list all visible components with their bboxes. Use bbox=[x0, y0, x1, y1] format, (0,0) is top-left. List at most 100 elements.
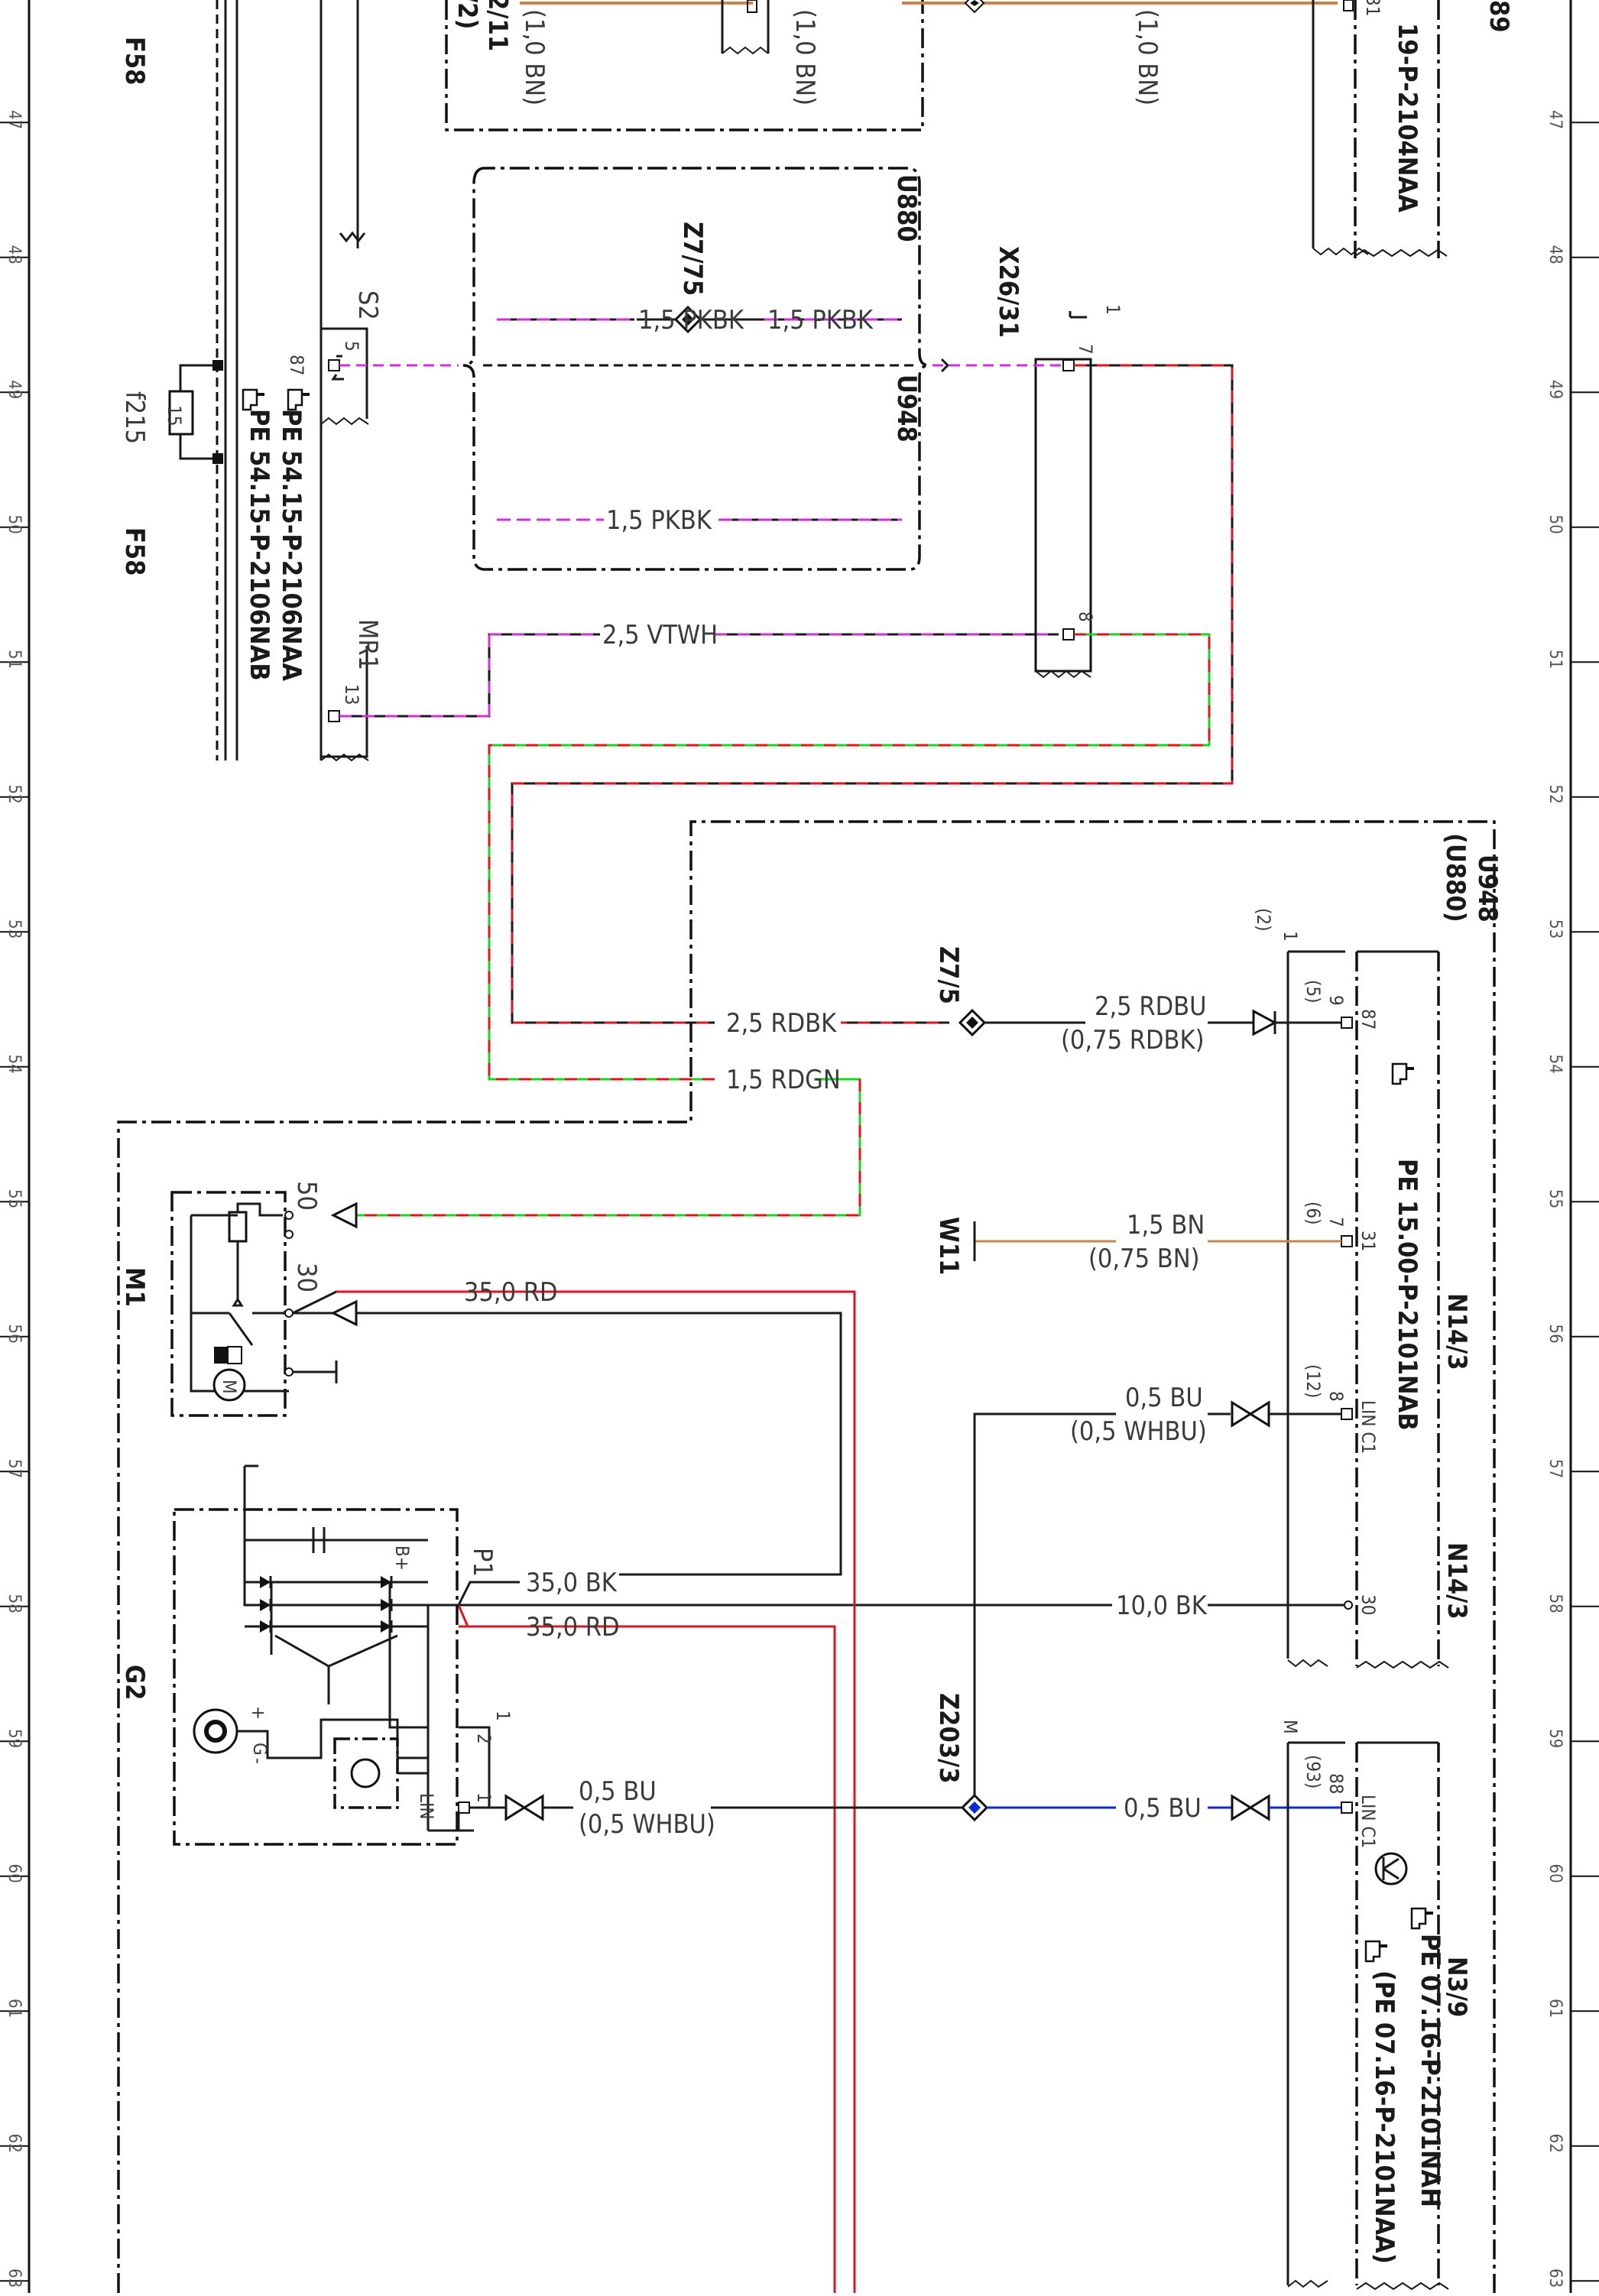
ruler-number: 62 bbox=[1545, 2134, 1565, 2153]
hand-pointer-icon bbox=[1391, 1062, 1414, 1085]
pin-plus-g2: + bbox=[248, 1706, 269, 1720]
ruler-number: 54 bbox=[1545, 1055, 1565, 1074]
wire-vtwh: 2,5 VTWH bbox=[602, 620, 718, 650]
wire-rdbk bbox=[511, 364, 1341, 1037]
wire-rd-35-bot: 35,0 RD bbox=[526, 1612, 620, 1643]
ruler-number: 59 bbox=[5, 1729, 24, 1748]
pin-bplus: B+ bbox=[391, 1545, 413, 1571]
pe-5415-nab: PE 54.15-P-2106NAB bbox=[244, 409, 274, 681]
wire-bn-15: 1,5 BN bbox=[1127, 1210, 1205, 1240]
pe-5415-naa: PE 54.15-P-2106NAA bbox=[276, 409, 307, 681]
m1-starter bbox=[170, 1191, 842, 1576]
z203-3-label: Z203/3 bbox=[933, 1693, 964, 1784]
s2-connector bbox=[320, 327, 459, 426]
pin-30-n14: 30 bbox=[1357, 1594, 1379, 1615]
ruler-number: 53 bbox=[1545, 919, 1565, 939]
pin-31-top: 31 bbox=[1362, 0, 1383, 16]
wire-bn-w11 bbox=[973, 1221, 1341, 1261]
g2-alternator bbox=[173, 1464, 504, 1846]
f215-value: 15 bbox=[164, 405, 185, 426]
wire-top-bn-1: (1,0 BN) bbox=[519, 9, 550, 105]
mr1-connector bbox=[320, 633, 1059, 762]
pin-31-n14: 31 bbox=[1357, 1231, 1379, 1251]
wire-top-bn-3: (1,0 BN) bbox=[1132, 9, 1163, 105]
ruler-number: 49 bbox=[1545, 380, 1565, 399]
pin-8-n14: 8 bbox=[1325, 1391, 1347, 1402]
ruler-number: 47 bbox=[5, 110, 24, 129]
u880-label: U880 bbox=[891, 174, 922, 242]
ruler-number: 47 bbox=[1545, 110, 1565, 129]
pin-g-g2: G bbox=[249, 1743, 271, 1756]
pin-50-m1: 50 bbox=[291, 1181, 322, 1211]
f215-label: f215 bbox=[119, 391, 150, 444]
ruler-number: 61 bbox=[1545, 1999, 1565, 2018]
labels: F58 F58 f215 15 PE 54.15-P-2106NAA PE 54… bbox=[119, 0, 1514, 2264]
ruler-number: 50 bbox=[5, 515, 24, 534]
ruler-number: 52 bbox=[1545, 785, 1565, 804]
m1-label: M1 bbox=[119, 1267, 150, 1307]
ruler-number: 52 bbox=[5, 785, 24, 804]
pin-linc1-n3: LIN C1 bbox=[1357, 1795, 1379, 1848]
w11-label: W11 bbox=[933, 1217, 964, 1275]
pin-1-g2b: 1 bbox=[492, 1711, 514, 1721]
z7-5-label: Z7/5 bbox=[933, 946, 964, 1004]
pin-2-paren: (2) bbox=[1253, 908, 1274, 932]
wire-bk-10: 10,0 BK bbox=[1116, 1591, 1208, 1621]
ruler-number: 57 bbox=[1545, 1459, 1565, 1478]
top-section bbox=[216, 0, 1448, 760]
wire-bu-05-g2: 0,5 BU bbox=[579, 1776, 657, 1807]
pe-hand-icons bbox=[242, 388, 1433, 1963]
pin-1-x26: 1 bbox=[1102, 304, 1124, 315]
wire-pkbk-3: 1,5 PKBK bbox=[606, 505, 712, 536]
pin-93-paren: (93) bbox=[1302, 1755, 1324, 1788]
wire-pkbk-2: 1,5 PKBK bbox=[767, 305, 874, 336]
ruler-number: 63 bbox=[5, 2268, 24, 2288]
top-right-pe: 19-P-2104NAA bbox=[1392, 23, 1422, 212]
ruler-number: 48 bbox=[5, 245, 24, 264]
hand-pointer-icon bbox=[242, 388, 264, 411]
n14-3-label-b: N14/3 bbox=[1442, 1542, 1472, 1620]
f58-label-top: F58 bbox=[119, 37, 150, 85]
pin-minus-g2: - bbox=[248, 1758, 269, 1764]
pe-1500-label: PE 15.00-P-2101NAB bbox=[1392, 1159, 1422, 1431]
pe-0716-nah: PE 07.16-P-2101NAH bbox=[1415, 1934, 1445, 2207]
pin-8-x26: 8 bbox=[1075, 611, 1096, 622]
f215-resistor bbox=[168, 360, 223, 464]
wire-bu-05-n14-alt: (0,5 WHBU) bbox=[1070, 1416, 1207, 1447]
wire-pkbk-u880 bbox=[497, 305, 902, 334]
ruler-number: 60 bbox=[5, 1864, 24, 1883]
pin-9-n14: 9 bbox=[1325, 995, 1347, 1006]
wire-bu-05-n3: 0,5 BU bbox=[1124, 1793, 1202, 1824]
ruler-number: 48 bbox=[1545, 245, 1565, 264]
wire-bn-15-alt: (0,75 BN) bbox=[1088, 1244, 1200, 1274]
wire-rd-35 bbox=[457, 1290, 856, 2293]
wire-rd-35-top: 35,0 RD bbox=[464, 1277, 558, 1308]
pe-0716-naa: (PE 07.16-P-2101NAA) bbox=[1369, 1970, 1400, 2264]
hand-pointer-icon bbox=[287, 388, 310, 411]
ruler-number: 56 bbox=[1545, 1325, 1565, 1344]
pin-2-g2: 2 bbox=[473, 1733, 495, 1744]
pin-1-g2: 1 bbox=[473, 1792, 495, 1803]
hand-pointer-icon bbox=[1364, 1940, 1387, 1963]
wire-bu-05-g2-alt: (0,5 WHBU) bbox=[579, 1809, 715, 1840]
top-ref2-label: /2) bbox=[452, 0, 482, 29]
pin-1-n14: 1 bbox=[1280, 931, 1301, 942]
pin-88-n3: 88 bbox=[1325, 1773, 1347, 1794]
ruler-number: 58 bbox=[1545, 1594, 1565, 1613]
wire-bu-05-n14: 0,5 BU bbox=[1125, 1383, 1203, 1413]
top-ref-label: 2/11 bbox=[482, 0, 513, 51]
n3-9-label: N3/9 bbox=[1442, 1957, 1472, 2017]
pin-13-mr1: 13 bbox=[341, 684, 362, 705]
pin-7-x26: 7 bbox=[1075, 344, 1096, 355]
u948-label: U948 bbox=[891, 375, 922, 443]
wire-rdgn: 1,5 RDGN bbox=[726, 1065, 841, 1095]
pin-87-n14: 87 bbox=[1357, 1009, 1379, 1030]
ruler-number: 57 bbox=[5, 1459, 24, 1478]
ruler-number: 61 bbox=[5, 1999, 24, 2018]
ruler-number: 49 bbox=[5, 380, 24, 399]
ruler-number: 51 bbox=[5, 650, 24, 669]
n14-3-label-a: N14/3 bbox=[1442, 1293, 1472, 1370]
x26-31-label: X26/31 bbox=[993, 246, 1023, 338]
s2-label: S2 bbox=[352, 290, 383, 320]
